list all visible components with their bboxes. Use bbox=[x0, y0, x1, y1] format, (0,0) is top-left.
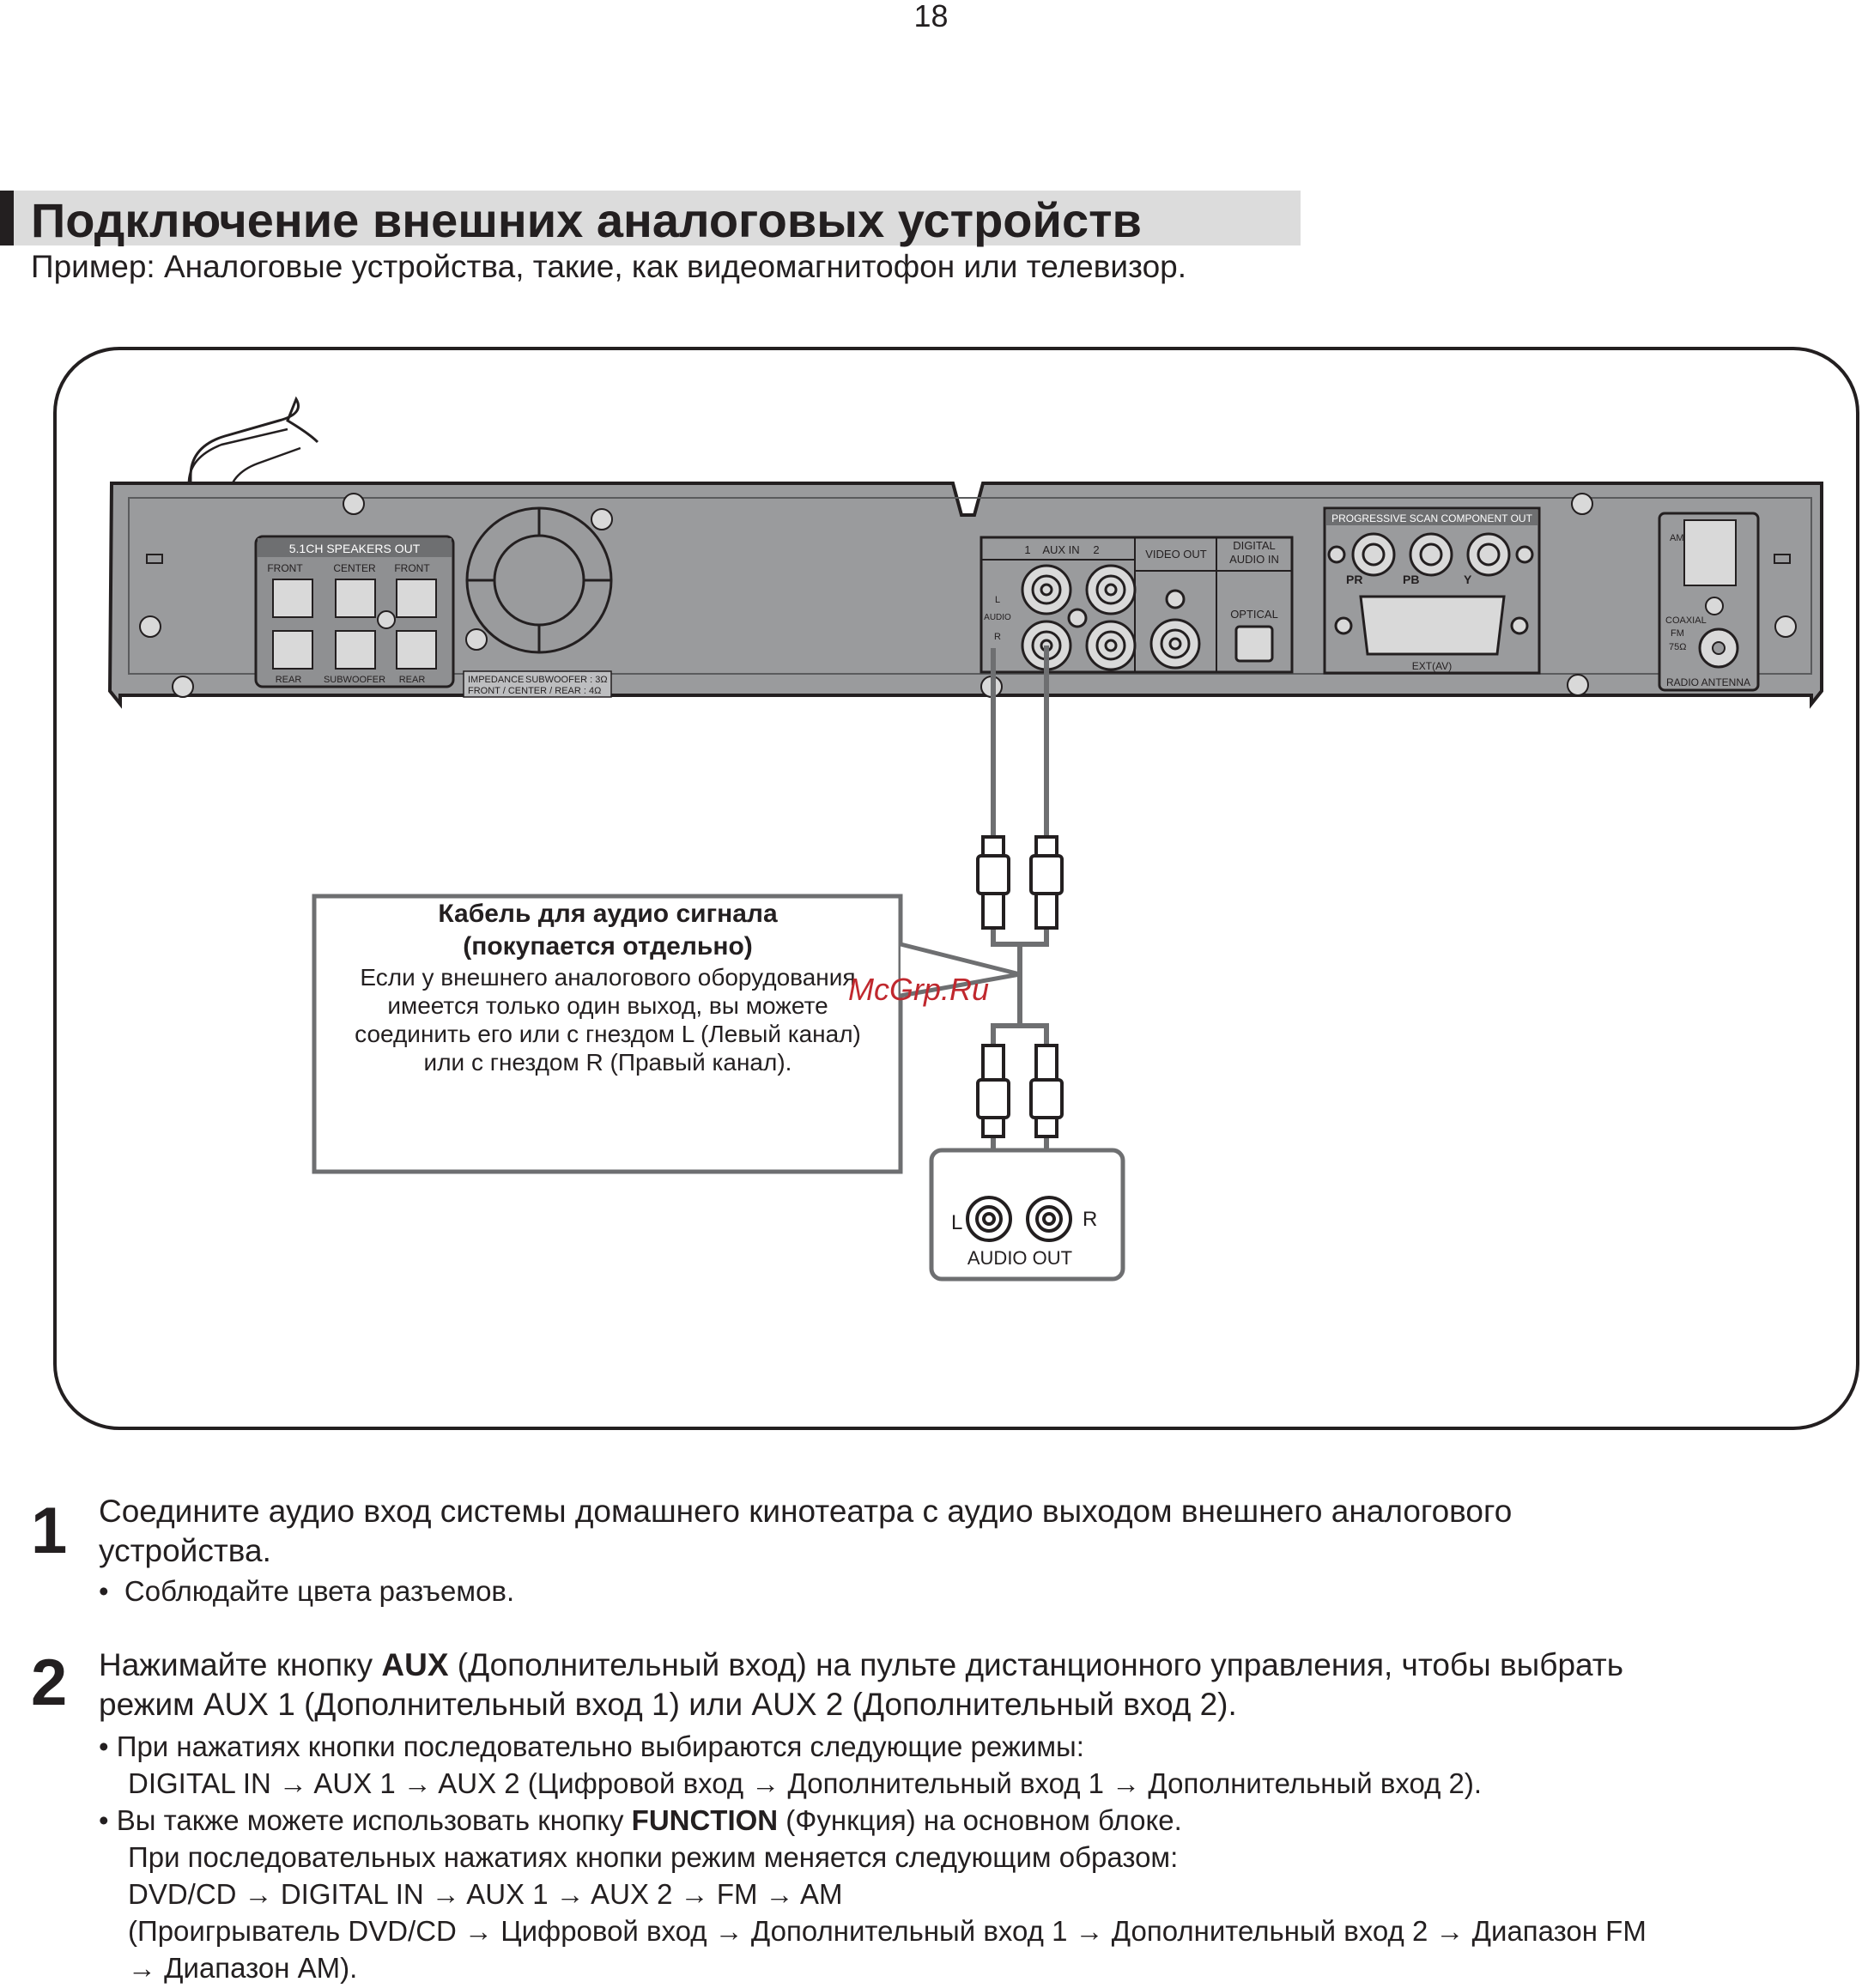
callout-line: имеется только один выход, вы можете bbox=[387, 992, 828, 1019]
rca-jack bbox=[1021, 564, 1201, 671]
svg-text:VIDEO OUT: VIDEO OUT bbox=[1145, 548, 1207, 561]
svg-text:1: 1 bbox=[1024, 543, 1030, 556]
diagram-frame bbox=[53, 347, 1859, 1430]
fan-icon bbox=[465, 506, 613, 654]
power-cord bbox=[189, 396, 319, 515]
step-line: режим AUX 1 (Дополнительный вход 1) или … bbox=[99, 1687, 1237, 1722]
bullet-icon: • bbox=[99, 1575, 124, 1607]
svg-text:REAR: REAR bbox=[399, 675, 426, 685]
bullet-text: DVD/CD → DIGITAL IN → AUX 1 → AUX 2 → FM… bbox=[128, 1878, 843, 1910]
callout-line: соединить его или с гнездом L (Левый кан… bbox=[355, 1021, 861, 1047]
power-cord-outline bbox=[187, 427, 288, 549]
svg-text:AUDIO: AUDIO bbox=[984, 613, 1011, 622]
callout-line: или с гнездом R (Правый канал). bbox=[423, 1049, 792, 1076]
bullet-item: • Соблюдайте цвета разъемов. bbox=[99, 1573, 514, 1609]
bullet-text: Соблюдайте цвета разъемов. bbox=[124, 1575, 515, 1607]
svg-text:REAR: REAR bbox=[276, 675, 302, 685]
speakers-out-panel: 5.1CH SPEAKERS OUT FRONT CENTER FRONT RE… bbox=[254, 535, 455, 688]
svg-text:R: R bbox=[994, 632, 1001, 642]
bullet-text: При последовательных нажатиях кнопки реж… bbox=[128, 1841, 1179, 1873]
function-key: FUNCTION bbox=[631, 1804, 779, 1836]
svg-text:FRONT: FRONT bbox=[267, 562, 303, 574]
callout-title: Кабель для аудио сигнала bbox=[438, 900, 778, 928]
svg-text:PB: PB bbox=[1403, 573, 1419, 586]
svg-text:OPTICAL: OPTICAL bbox=[1230, 608, 1278, 621]
aux-key: AUX bbox=[381, 1647, 449, 1682]
svg-text:75Ω: 75Ω bbox=[1669, 642, 1686, 652]
svg-text:AUDIO IN: AUDIO IN bbox=[1229, 553, 1279, 566]
svg-text:5.1CH SPEAKERS OUT: 5.1CH SPEAKERS OUT bbox=[289, 542, 421, 555]
progressive-scan-panel: PROGRESSIVE SCAN COMPONENT OUT PR PB Y E… bbox=[1323, 506, 1541, 675]
bullet-item: • Вы также можете использовать кнопку FU… bbox=[99, 1802, 1647, 1986]
subtitle: Пример: Аналоговые устройства, такие, ка… bbox=[31, 249, 1187, 284]
bullet-icon: • bbox=[99, 1804, 117, 1836]
callout-title: (покупается отдельно) bbox=[463, 932, 753, 961]
optical-port bbox=[1234, 625, 1274, 663]
svg-text:L: L bbox=[995, 595, 1000, 605]
title-marker bbox=[0, 191, 14, 245]
svg-text:SUBWOOFER : 3Ω: SUBWOOFER : 3Ω bbox=[525, 675, 608, 685]
step-number: 2 bbox=[31, 1646, 68, 1719]
svg-text:COAXIAL: COAXIAL bbox=[1665, 615, 1707, 626]
callout-box bbox=[312, 894, 903, 1174]
svg-text:FM: FM bbox=[1671, 628, 1684, 639]
step-line: устройства. bbox=[99, 1533, 271, 1568]
bullet-text: При нажатиях кнопки последовательно выби… bbox=[116, 1730, 1084, 1762]
screw-icon bbox=[139, 493, 1797, 698]
rca-plug-icon bbox=[976, 835, 1064, 1138]
step-text: Соедините аудио вход системы домашнего к… bbox=[99, 1492, 1862, 1571]
svg-text:EXT(AV): EXT(AV) bbox=[1412, 660, 1452, 672]
connection-diagram: 5.1CH SPEAKERS OUT FRONT CENTER FRONT RE… bbox=[53, 347, 1859, 1430]
svg-text:AUX IN: AUX IN bbox=[1042, 543, 1079, 556]
bullet-icon: • bbox=[99, 1730, 117, 1762]
svg-text:FRONT: FRONT bbox=[394, 562, 430, 574]
bullet-item: • При нажатиях кнопки последовательно вы… bbox=[99, 1728, 1482, 1802]
svg-text:2: 2 bbox=[1093, 543, 1099, 556]
section-title: Подключение внешних аналоговых устройств bbox=[31, 193, 1142, 247]
step-line: Соедините аудио вход системы домашнего к… bbox=[99, 1494, 1513, 1529]
svg-text:R: R bbox=[1083, 1208, 1097, 1231]
svg-text:Y: Y bbox=[1464, 573, 1472, 586]
step-text: Нажимайте кнопку AUX (Дополнительный вхо… bbox=[99, 1646, 1862, 1724]
scart-connector bbox=[1359, 595, 1506, 656]
svg-text:RADIO ANTENNA: RADIO ANTENNA bbox=[1666, 676, 1750, 688]
callout-text: Кабель для аудио сигнала (покупается отд… bbox=[316, 898, 900, 1076]
svg-text:L: L bbox=[951, 1211, 962, 1234]
page-number: 18 bbox=[913, 0, 949, 33]
svg-text:IMPEDANCE: IMPEDANCE bbox=[468, 675, 524, 685]
svg-text:AUDIO OUT: AUDIO OUT bbox=[967, 1247, 1072, 1269]
svg-text:CENTER: CENTER bbox=[333, 562, 376, 574]
bullet-text: (Проигрыватель DVD/CD → Цифровой вход → … bbox=[128, 1915, 1647, 1947]
svg-text:FRONT / CENTER / REAR : 4Ω: FRONT / CENTER / REAR : 4Ω bbox=[468, 686, 601, 696]
title-bar bbox=[0, 191, 1301, 245]
step-line: Нажимайте кнопку AUX (Дополнительный вхо… bbox=[99, 1647, 1624, 1682]
callout-pointer bbox=[900, 942, 1021, 998]
step-number: 1 bbox=[31, 1494, 68, 1567]
impedance-label: IMPEDANCE SUBWOOFER : 3Ω FRONT / CENTER … bbox=[463, 670, 612, 698]
svg-text:AM: AM bbox=[1670, 533, 1684, 543]
watermark: McGrp.Ru bbox=[848, 972, 990, 1007]
bullet-text: DIGITAL IN → AUX 1 → AUX 2 (Цифровой вхо… bbox=[128, 1767, 1483, 1799]
svg-text:PROGRESSIVE SCAN COMPONENT OUT: PROGRESSIVE SCAN COMPONENT OUT bbox=[1331, 512, 1532, 524]
callout-line: Если у внешнего аналогового оборудования bbox=[360, 964, 856, 991]
bullet-text: → Диапазон AM). bbox=[128, 1952, 358, 1984]
radio-antenna-panel: AM COAXIAL FM 75Ω RADIO ANTENNA bbox=[1658, 512, 1760, 692]
svg-text:SUBWOOFER: SUBWOOFER bbox=[324, 675, 385, 685]
audio-out-device: L R AUDIO OUT bbox=[929, 1148, 1125, 1282]
svg-text:PR: PR bbox=[1346, 573, 1362, 586]
svg-text:DIGITAL: DIGITAL bbox=[1233, 539, 1276, 552]
